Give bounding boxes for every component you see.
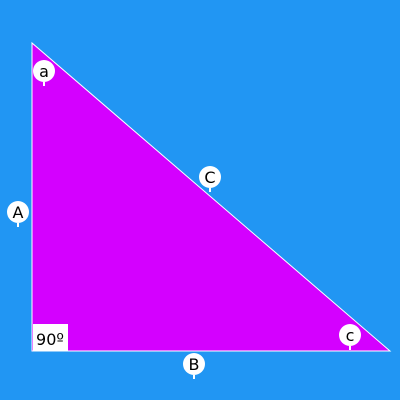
- vertex-label-a: a: [39, 62, 49, 81]
- side-label-a: A: [13, 203, 24, 222]
- right-angle-marker: 90º: [33, 324, 68, 351]
- side-label-c: C: [204, 168, 215, 187]
- side-a-badge: [7, 201, 29, 223]
- vertex-a-badge: [33, 60, 55, 82]
- side-a: A: [7, 201, 29, 227]
- vertex-c-badge: [339, 324, 361, 346]
- side-b-badge: [183, 353, 205, 375]
- side-label-b: B: [189, 355, 200, 374]
- side-c-badge: [199, 166, 221, 188]
- vertex-label-c: c: [346, 326, 355, 345]
- side-b: B: [183, 353, 205, 379]
- right-angle-label: 90º: [36, 330, 64, 349]
- vertex-c: c: [339, 324, 361, 350]
- right-angle-box: [33, 324, 68, 351]
- right-triangle: [31, 41, 392, 352]
- side-c: C: [199, 166, 221, 192]
- vertex-a: a: [33, 60, 55, 86]
